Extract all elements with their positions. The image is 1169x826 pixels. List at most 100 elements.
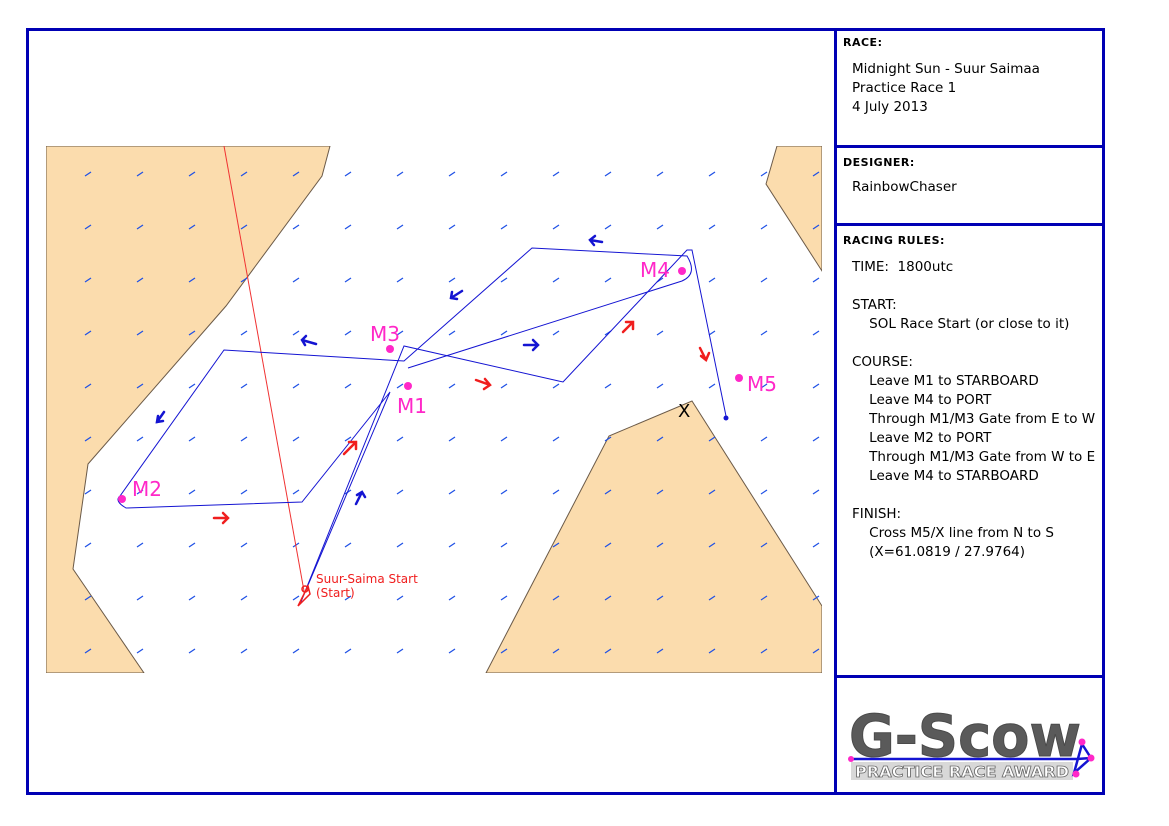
wind-arrow: [812, 171, 820, 177]
wind-arrow: [84, 277, 92, 283]
wind-arrow: [136, 489, 144, 495]
wind-arrow: [760, 277, 768, 283]
wind-arrow: [656, 436, 664, 442]
wind-arrow: [552, 648, 560, 654]
wind-arrow: [136, 648, 144, 654]
race-map: M1 M2 M3 M4 M5 X Suur-Saima Start (Start…: [46, 146, 822, 673]
logo-section: G-Scow PRACTICE RACE AWARD: [834, 678, 1105, 795]
wind-arrow: [760, 330, 768, 336]
wind-arrow: [188, 383, 196, 389]
wind-arrow: [760, 542, 768, 548]
wind-arrow: [760, 489, 768, 495]
wind-arrow: [552, 171, 560, 177]
wind-arrow: [604, 436, 612, 442]
start-rhumb-line: [223, 146, 305, 592]
wind-arrow: [448, 489, 456, 495]
rules-line: Through M1/M3 Gate from W to E: [852, 449, 1096, 465]
wind-arrow: [240, 436, 248, 442]
wind-arrow: [240, 648, 248, 654]
wind-arrow: [448, 277, 456, 283]
wind-arrow: [760, 648, 768, 654]
wind-arrow: [396, 171, 404, 177]
wind-arrow: [656, 489, 664, 495]
wind-arrow: [812, 489, 820, 495]
wind-arrow: [500, 171, 508, 177]
wind-arrow: [604, 489, 612, 495]
wind-arrow: [760, 383, 768, 389]
designer-title: DESIGNER:: [843, 156, 915, 169]
wind-arrow: [708, 489, 716, 495]
wind-arrow: [656, 224, 664, 230]
wind-arrows: [84, 171, 820, 654]
wind-arrow: [448, 436, 456, 442]
wind-arrow: [84, 171, 92, 177]
logo-subtitle: PRACTICE RACE AWARD: [855, 763, 1069, 781]
wind-arrow: [708, 330, 716, 336]
wind-arrow: [604, 542, 612, 548]
wind-arrow: [604, 383, 612, 389]
wind-arrow: [708, 224, 716, 230]
wind-arrow: [84, 436, 92, 442]
wind-arrow: [708, 595, 716, 601]
wind-arrow: [656, 330, 664, 336]
finish-m5-dot: [723, 415, 729, 421]
wind-arrow: [500, 330, 508, 336]
wind-arrow: [188, 171, 196, 177]
wind-arrow: [448, 648, 456, 654]
wind-arrow: [500, 277, 508, 283]
wind-arrow: [812, 383, 820, 389]
race-section: RACE: Midnight Sun - Suur Saimaa Practic…: [834, 28, 1105, 148]
wind-arrow: [812, 224, 820, 230]
wind-arrow: [396, 542, 404, 548]
rules-line: Through M1/M3 Gate from E to W: [852, 411, 1096, 427]
wind-arrow: [188, 648, 196, 654]
wind-arrow: [500, 542, 508, 548]
wind-arrow: [448, 595, 456, 601]
rules-title: RACING RULES:: [843, 234, 945, 247]
designer-section: DESIGNER: RainbowChaser: [834, 148, 1105, 226]
wind-arrow: [188, 595, 196, 601]
wind-arrow: [760, 436, 768, 442]
mark-label-m3: M3: [370, 322, 400, 346]
wind-arrow: [240, 595, 248, 601]
wind-arrow: [344, 542, 352, 548]
logo-marks: [848, 738, 1095, 778]
finish-x-marker: X: [678, 401, 690, 422]
wind-arrow: [240, 330, 248, 336]
wind-arrow: [292, 595, 300, 601]
wind-arrow: [552, 489, 560, 495]
wind-arrow: [292, 648, 300, 654]
wind-arrow: [84, 489, 92, 495]
wind-arrow: [188, 330, 196, 336]
wind-arrow: [656, 171, 664, 177]
rules-line: Leave M1 to STARBOARD: [852, 373, 1039, 389]
wind-arrow: [448, 542, 456, 548]
wind-arrow: [708, 542, 716, 548]
wind-arrow: [240, 171, 248, 177]
mark-label-m4: M4: [640, 258, 670, 282]
wind-arrow: [188, 542, 196, 548]
wind-arrow: [292, 224, 300, 230]
wind-arrow: [240, 383, 248, 389]
wind-arrow: [656, 542, 664, 548]
wind-arrow: [604, 595, 612, 601]
wind-arrow: [396, 383, 404, 389]
rules-line: SOL Race Start (or close to it): [852, 316, 1070, 332]
wind-arrow: [708, 277, 716, 283]
land-northeast: [765, 146, 822, 272]
wind-arrow: [552, 595, 560, 601]
wind-arrow: [448, 224, 456, 230]
wind-arrow: [500, 436, 508, 442]
rules-line: TIME: 1800utc: [852, 259, 954, 275]
wind-arrow: [292, 436, 300, 442]
wind-arrow: [292, 330, 300, 336]
wind-arrow: [292, 171, 300, 177]
wind-arrow: [344, 224, 352, 230]
race-title: RACE:: [843, 36, 883, 49]
start-label-sub: (Start): [316, 586, 355, 600]
rules-line: FINISH:: [852, 506, 902, 522]
wind-arrow: [136, 383, 144, 389]
wind-arrow: [604, 648, 612, 654]
wind-arrow: [396, 330, 404, 336]
race-line-2: Practice Race 1: [852, 80, 957, 96]
